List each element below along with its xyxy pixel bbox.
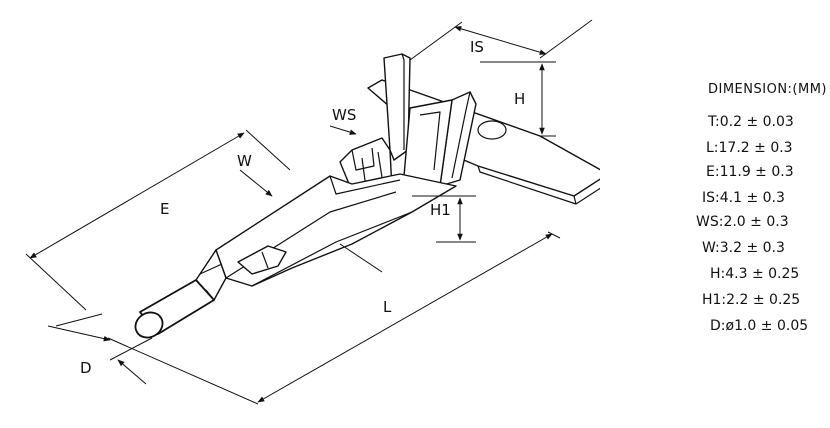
dimension-lines: [25, 19, 593, 405]
spec-row-t: T:0.2 ± 0.03: [708, 114, 794, 130]
terminal-outline: [134, 53, 600, 339]
label-w: W: [237, 152, 252, 170]
label-ws: WS: [332, 106, 356, 124]
label-e: E: [160, 200, 169, 218]
spec-row-w: W:3.2 ± 0.3: [702, 240, 785, 256]
label-h: H: [514, 90, 525, 108]
spec-row-ws: WS:2.0 ± 0.3: [696, 214, 789, 230]
spec-row-h1: H1:2.2 ± 0.25: [702, 292, 801, 308]
label-h1: H1: [430, 201, 451, 219]
terminal-drawing: IS H WS W E H1 T L D: [25, 19, 600, 405]
spec-row-h: H:4.3 ± 0.25: [710, 266, 800, 282]
label-is: IS: [470, 38, 484, 56]
label-l: L: [383, 298, 392, 316]
spec-row-l: L:17.2 ± 0.3: [706, 140, 793, 156]
label-d: D: [80, 359, 92, 377]
spec-row-e: E:11.9 ± 0.3: [706, 164, 794, 180]
spec-row-is: IS:4.1 ± 0.3: [702, 190, 785, 206]
spec-row-d: D:ø1.0 ± 0.05: [710, 318, 809, 334]
spec-title: DIMENSION:(MM): [708, 82, 827, 97]
